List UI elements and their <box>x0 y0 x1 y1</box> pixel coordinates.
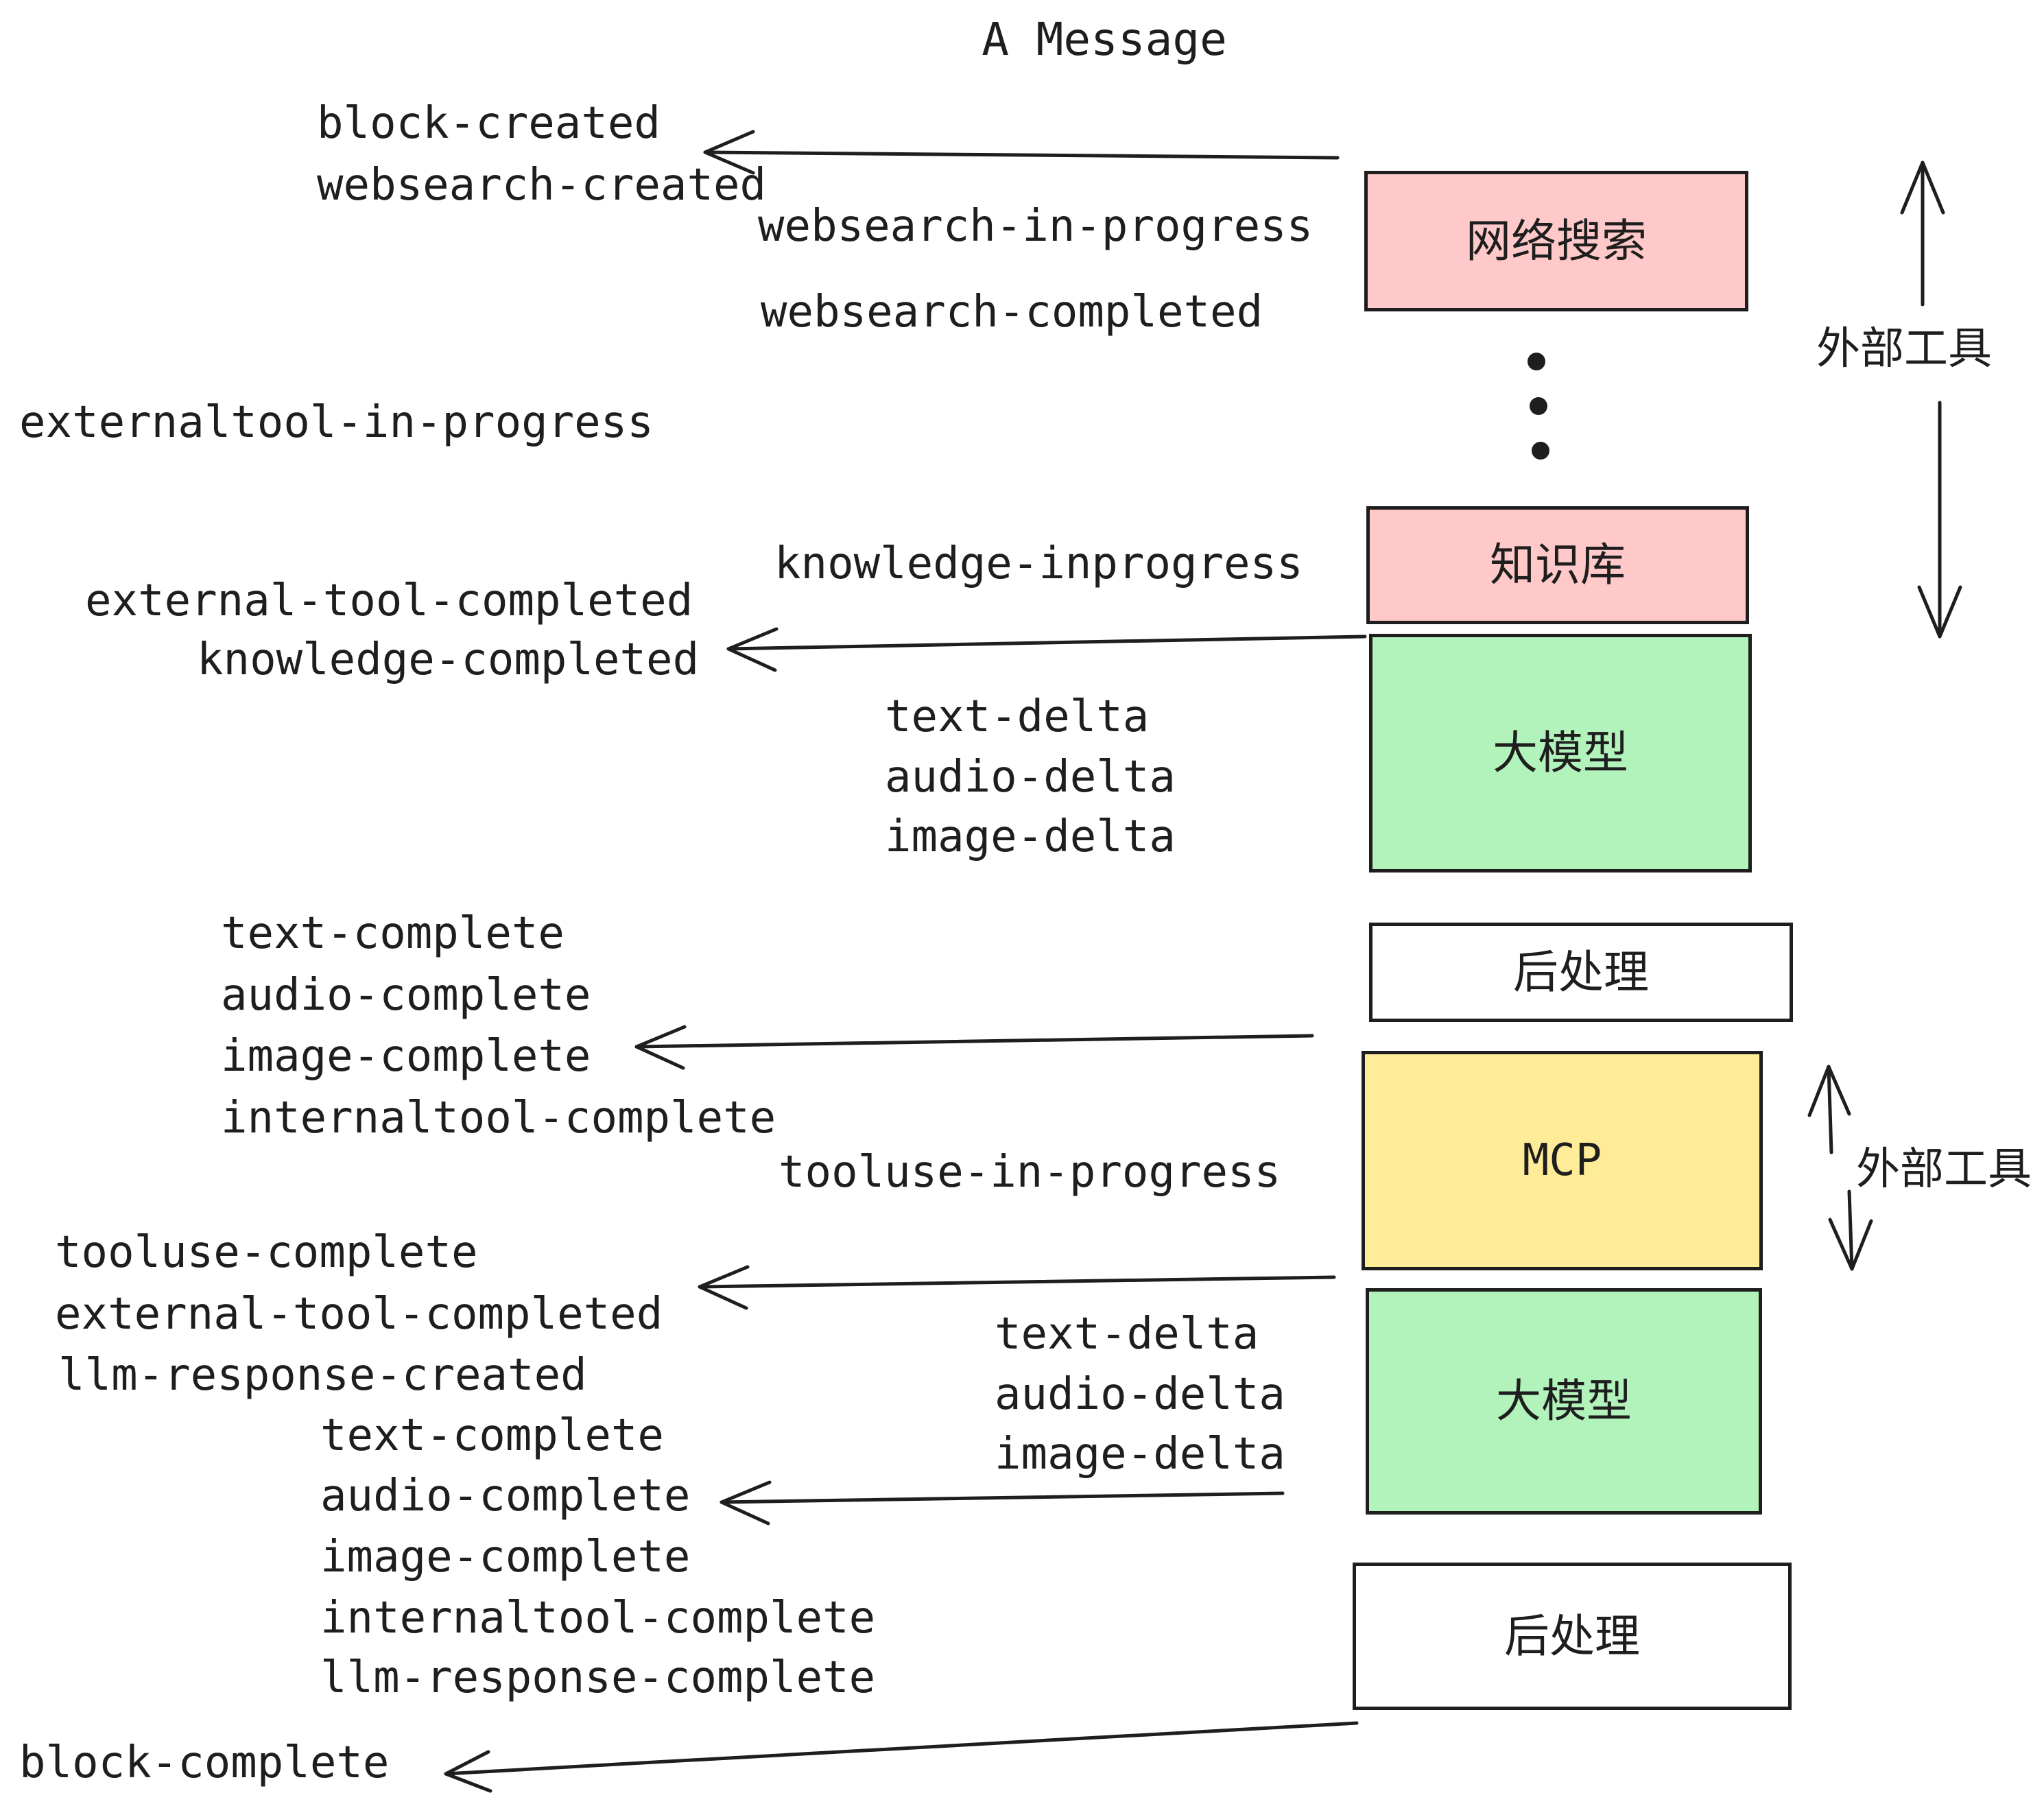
box-llm-1: 大模型 <box>1369 634 1752 873</box>
arrow-block-complete-icon <box>444 1721 1359 1793</box>
event-block-created: block-created <box>317 98 661 149</box>
event-external-tool-completed-2: external-tool-completed <box>55 1289 663 1340</box>
box-websearch-label: 网络搜索 <box>1466 214 1647 268</box>
arrow-up-external-tools-1-icon <box>1900 161 1945 307</box>
arrow-audio-complete-icon <box>720 1480 1285 1526</box>
event-block-complete: block-complete <box>19 1737 390 1788</box>
arrow-down-external-tools-1-icon <box>1917 401 1962 639</box>
box-post-processing-2: 后处理 <box>1353 1563 1792 1710</box>
event-llm-response-complete: llm-response-complete <box>320 1652 876 1703</box>
event-internaltool-complete-2: internaltool-complete <box>320 1593 876 1643</box>
event-audio-delta-2: audio-delta <box>995 1369 1285 1420</box>
box-knowledge: 知识库 <box>1366 506 1749 624</box>
event-text-delta-2: text-delta <box>995 1309 1259 1360</box>
event-internaltool-complete-1: internaltool-complete <box>221 1093 776 1143</box>
event-llm-response-created: llm-response-created <box>58 1350 587 1401</box>
box-post-processing-1-label: 后处理 <box>1513 945 1649 999</box>
box-llm-1-label: 大模型 <box>1493 726 1628 779</box>
event-websearch-created: websearch-created <box>317 160 767 211</box>
event-image-delta-2: image-delta <box>995 1429 1285 1480</box>
event-text-delta-1: text-delta <box>885 691 1150 742</box>
event-knowledge-completed: knowledge-completed <box>197 634 700 685</box>
box-knowledge-label: 知识库 <box>1490 538 1626 591</box>
event-knowledge-inprogress: knowledge-inprogress <box>774 538 1303 589</box>
event-image-complete-1: image-complete <box>221 1031 591 1082</box>
box-post-processing-2-label: 后处理 <box>1504 1609 1640 1663</box>
box-mcp: MCP <box>1362 1051 1763 1270</box>
event-tooluse-complete: tooluse-complete <box>55 1227 478 1278</box>
event-externaltool-in-progress: externaltool-in-progress <box>19 397 654 448</box>
arrow-block-created-icon <box>703 130 1340 175</box>
external-tools-label-1: 外部工具 <box>1816 324 1992 375</box>
event-audio-complete-2: audio-complete <box>320 1471 691 1521</box>
box-llm-2: 大模型 <box>1366 1288 1762 1515</box>
event-audio-delta-1: audio-delta <box>885 752 1176 803</box>
event-audio-complete-1: audio-complete <box>221 970 591 1021</box>
box-websearch: 网络搜索 <box>1364 171 1748 311</box>
arrow-down-external-tools-2-icon <box>1828 1189 1873 1271</box>
ellipsis-dots-icon <box>1528 353 1549 460</box>
event-text-complete-1: text-complete <box>221 908 565 959</box>
arrow-image-complete-icon <box>634 1025 1314 1070</box>
arrow-up-external-tools-2-icon <box>1807 1065 1851 1154</box>
event-image-complete-2: image-complete <box>320 1532 691 1582</box>
event-websearch-completed: websearch-completed <box>761 287 1263 337</box>
page-title: A Message <box>982 13 1227 66</box>
external-tools-label-2: 外部工具 <box>1856 1144 2032 1195</box>
arrow-knowledge-completed-icon <box>726 627 1367 672</box>
box-post-processing-1: 后处理 <box>1369 923 1793 1022</box>
box-llm-2-label: 大模型 <box>1496 1375 1632 1427</box>
event-text-complete-2: text-complete <box>320 1410 664 1461</box>
event-external-tool-completed-1: external-tool-completed <box>85 575 693 626</box>
box-mcp-label: MCP <box>1522 1135 1602 1186</box>
event-websearch-in-progress: websearch-in-progress <box>758 201 1314 252</box>
arrow-tooluse-complete-icon <box>698 1265 1336 1310</box>
event-image-delta-1: image-delta <box>885 811 1176 862</box>
event-tooluse-in-progress: tooluse-in-progress <box>779 1147 1281 1198</box>
